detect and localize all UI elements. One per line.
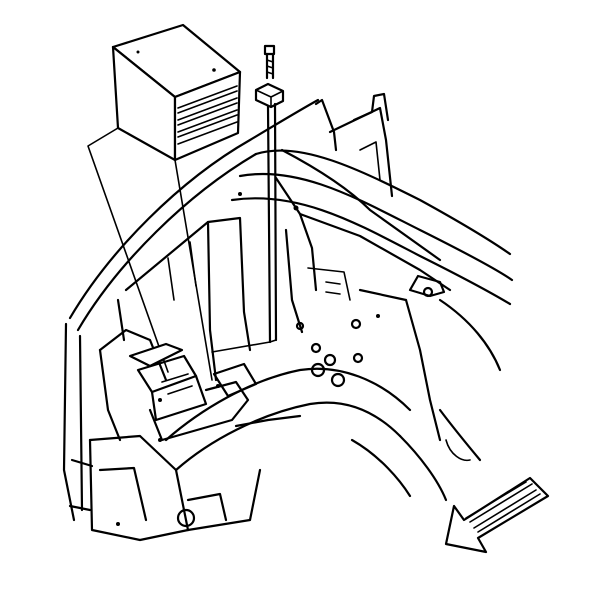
hold-down-retainer	[211, 82, 285, 353]
hold-down-bolt	[263, 44, 276, 80]
battery	[111, 23, 242, 162]
front-direction-arrow	[444, 476, 550, 554]
fender-apron-structure	[62, 92, 514, 542]
